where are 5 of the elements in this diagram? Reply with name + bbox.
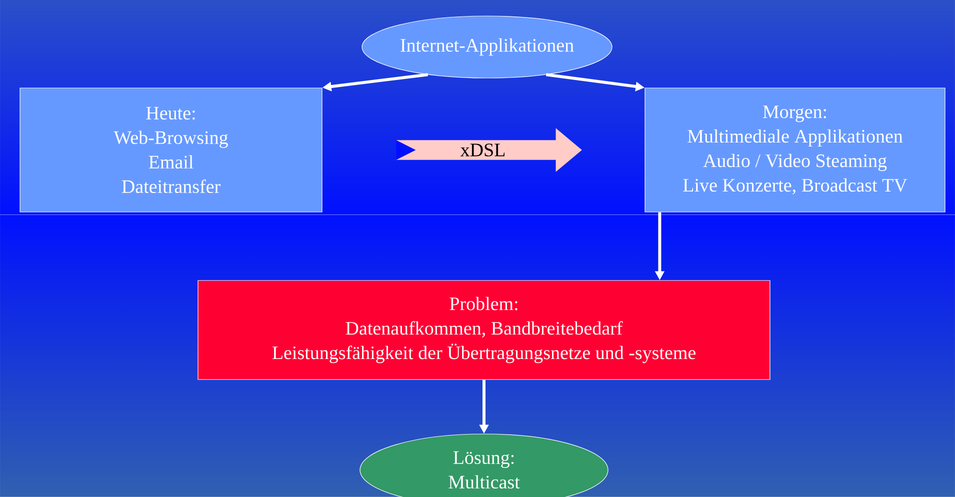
oval-node: Internet-Applikationen xyxy=(362,16,612,78)
process-box: Heute: Web-Browsing Email Dateitransfer xyxy=(20,88,322,212)
oval-node: Lösung: Multicast xyxy=(360,434,608,497)
process-box: Morgen: Multimediale Applikationen Audio / Video Steaming Live Konzerte, Broadcast TV xyxy=(644,88,946,212)
problem-box: Problem: Datenaufkommen, Bandbreitebedarf Leistungsfähigkeit der Übertragungsnetze und -systeme xyxy=(198,280,770,380)
